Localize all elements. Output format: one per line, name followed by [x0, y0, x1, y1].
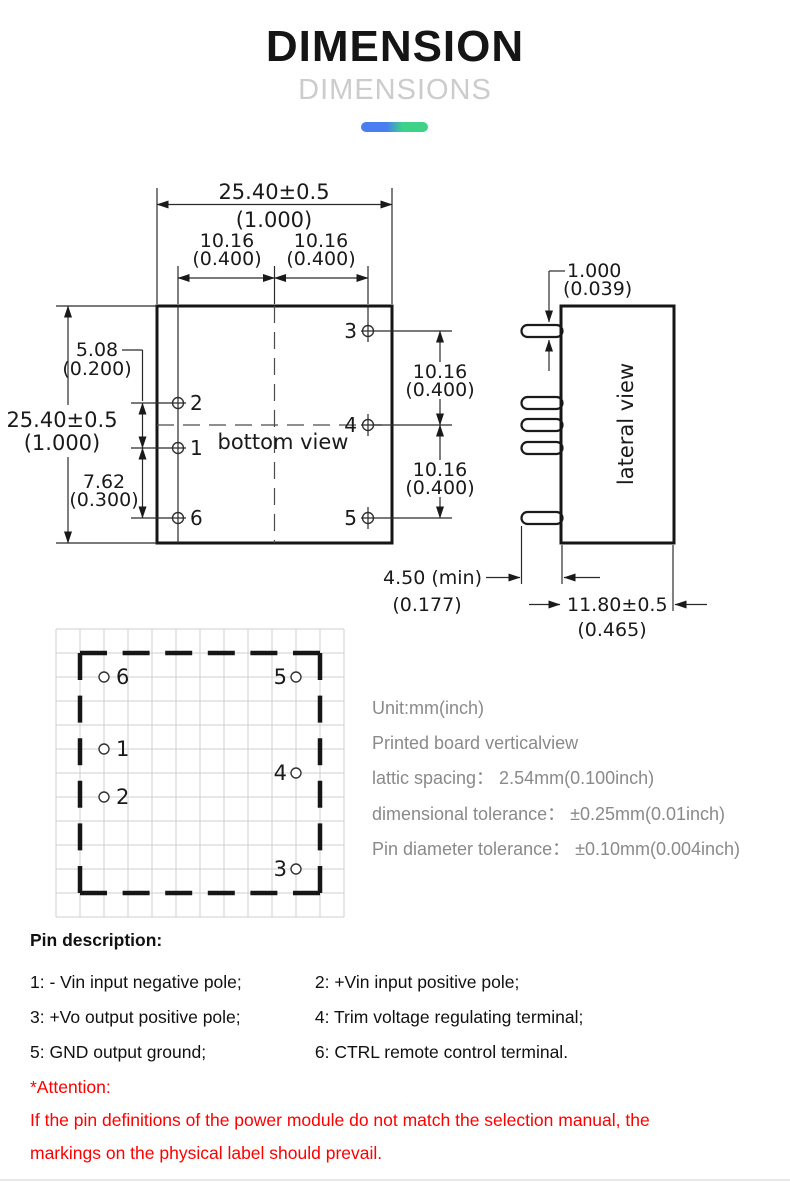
dim-pin-diameter-mm: 1.000 [567, 260, 621, 282]
attention-line-1: If the pin definitions of the power modu… [30, 1110, 650, 1130]
pin-5-label: 5 [344, 506, 357, 530]
pin-6-label: 6 [190, 506, 203, 530]
lateral-pin-1 [520, 440, 564, 456]
dim-pitch-top-right-mm: 10.16 [294, 230, 348, 252]
board-notes: Unit:mm(inch) Printed board verticalview… [372, 691, 740, 867]
pin-4-description: 4: Trim voltage regulating terminal; [314, 1007, 584, 1027]
lateral-pin-5 [520, 510, 564, 526]
dim-pitch-3-4-mm: 10.16 [413, 361, 467, 383]
pin-3-description: 3: +Vo output positive pole; [30, 1007, 241, 1027]
dim-body-height-in: (1.000) [24, 431, 101, 455]
lateral-view: lateral view 1.000 (0.039) 4.50 (min) (0… [383, 260, 707, 641]
dim-body-width-in: (1.000) [236, 208, 313, 232]
dim-pin2-offset-mm: 5.08 [76, 339, 118, 361]
left-dimensions: 25.40±0.5 (1.000) 5.08 (0.200) 7.62 (0.3… [6, 305, 157, 544]
note-dimensional-tolerance: dimensional tolerance： ±0.25mm(0.01inch) [372, 803, 726, 824]
board-pin-2-label: 2 [116, 785, 129, 809]
dim-pitch-top-left-mm: 10.16 [200, 230, 254, 252]
lateral-pin-3 [520, 323, 564, 339]
dim-pin2-offset-in: (0.200) [62, 358, 131, 380]
page-title: DIMENSION [265, 22, 525, 71]
pin-2-description: 2: +Vin input positive pole; [314, 972, 520, 992]
dim-pitch-top-right-in: (0.400) [286, 248, 355, 270]
lateral-view-caption: lateral view [614, 363, 638, 485]
board-pin-4-label: 4 [274, 761, 287, 785]
board-pin-3-label: 3 [274, 857, 287, 881]
lateral-pin-4 [520, 417, 564, 433]
lateral-pin-2 [520, 395, 564, 411]
pin-description-row: 1: - Vin input negative pole; 2: +Vin in… [30, 965, 583, 1000]
board-pin-5-marker [290, 671, 302, 683]
lateral-view-outline [559, 304, 676, 545]
board-pin-3-marker [290, 863, 302, 875]
board-pin-6-label: 6 [116, 665, 129, 689]
pin-description-row: 3: +Vo output positive pole; 4: Trim vol… [30, 1000, 583, 1035]
board-pin-6-marker [98, 671, 110, 683]
pin-6-description: 6: CTRL remote control terminal. [314, 1042, 569, 1062]
dim-pitch-top-left-in: (0.400) [192, 248, 261, 270]
bottom-view-caption: bottom view [218, 430, 349, 454]
dim-body-depth-mm: 11.80±0.5 [567, 594, 668, 616]
dim-pin-diameter-in: (0.039) [563, 278, 632, 300]
board-pin-1-label: 1 [116, 737, 129, 761]
dim-pitch-4-5-mm: 10.16 [413, 459, 467, 481]
note-board-view: Printed board verticalview [372, 733, 579, 754]
board-pin-2-marker [98, 791, 110, 803]
pin-description-row: 5: GND output ground; 6: CTRL remote con… [30, 1035, 583, 1070]
pin-description-heading: Pin description: [30, 930, 163, 950]
note-pin-diameter-tolerance: Pin diameter tolerance： ±0.10mm(0.004inc… [372, 838, 741, 859]
bottom-divider [0, 1179, 790, 1181]
dim-body-width-mm: 25.40±0.5 [218, 180, 329, 204]
note-lattice-spacing: lattic spacing： 2.54mm(0.100inch) [372, 768, 655, 789]
right-dimensions: 10.16 (0.400) 10.16 (0.400) [405, 330, 475, 519]
dim-body-height-mm: 25.40±0.5 [6, 408, 117, 432]
top-dimensions: 25.40±0.5 (1.000) 10.16 (0.400) 10.16 (0… [156, 180, 393, 304]
dim-pitch-4-5-in: (0.400) [405, 477, 474, 499]
note-unit: Unit:mm(inch) [372, 698, 485, 718]
pin-1-label: 1 [190, 436, 203, 460]
page-subtitle: DIMENSIONS [298, 74, 492, 106]
accent-gradient-bar [361, 122, 428, 132]
dim-body-depth-in: (0.465) [577, 619, 646, 641]
pin-1-description: 1: - Vin input negative pole; [30, 972, 242, 992]
pin-4-label: 4 [344, 413, 357, 437]
bottom-view: 2 1 6 3 4 5 bottom view [131, 304, 452, 545]
attention-heading: *Attention: [30, 1077, 111, 1097]
pin-3-label: 3 [344, 319, 357, 343]
attention-note: *Attention: If the pin definitions of th… [30, 1071, 650, 1170]
dim-pin-length-mm: 4.50 (min) [383, 567, 482, 589]
dim-pitch-1-6-in: (0.300) [69, 489, 138, 511]
dim-pitch-1-6-mm: 7.62 [83, 471, 125, 493]
dim-pin-length-in: (0.177) [392, 594, 461, 616]
pin-2-label: 2 [190, 391, 203, 415]
board-pin-4-marker [290, 767, 302, 779]
pin-description-section: Pin description: 1: - Vin input negative… [30, 930, 583, 1070]
attention-line-2: markings on the physical label should pr… [30, 1143, 383, 1163]
board-vertical-view: 6 5 1 2 4 3 [55, 628, 345, 918]
dim-pitch-3-4-in: (0.400) [405, 379, 474, 401]
board-pin-5-label: 5 [274, 665, 287, 689]
pin-5-description: 5: GND output ground; [30, 1042, 207, 1062]
board-pin-1-marker [98, 743, 110, 755]
